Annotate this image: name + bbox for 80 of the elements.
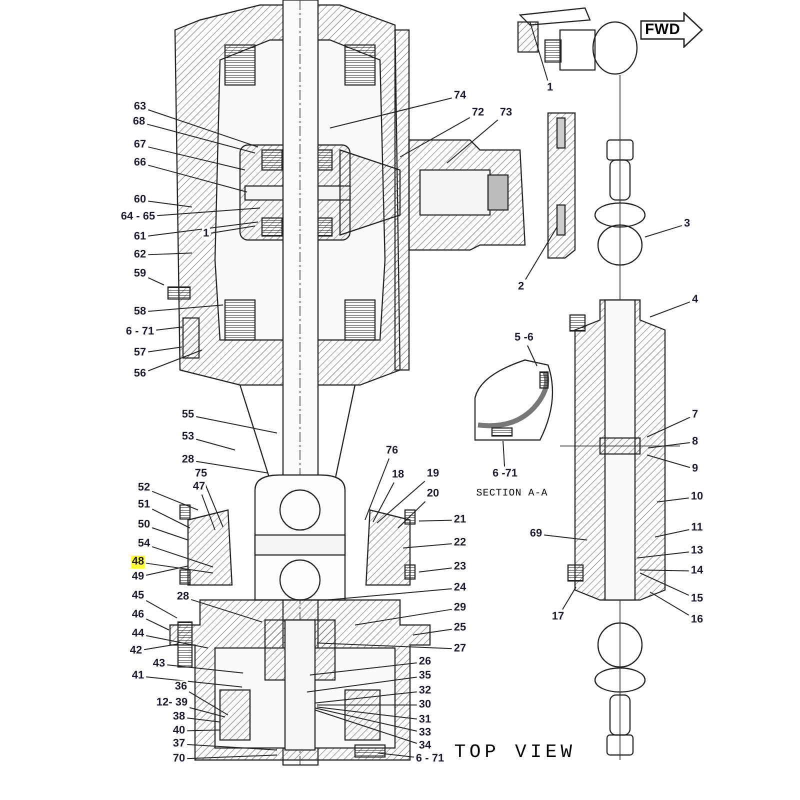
leader-line [146, 676, 242, 688]
leader-line [640, 570, 690, 572]
leader-line [316, 704, 418, 706]
leader-line [526, 345, 538, 366]
leader-line [146, 618, 170, 630]
view-title: TOP VIEW [454, 740, 576, 765]
leader-line [316, 706, 418, 720]
leader-line [544, 534, 588, 540]
leader-line [148, 164, 248, 192]
leader-line [196, 460, 268, 474]
leader-line [148, 109, 258, 148]
leader-line [412, 628, 452, 636]
leader-line [188, 691, 228, 716]
leader-line [186, 730, 220, 732]
leader-line [146, 635, 208, 648]
leader-line [148, 346, 182, 352]
leader-line [400, 117, 470, 158]
leader-line [314, 710, 418, 744]
leader-line [646, 454, 690, 468]
leader-line [525, 226, 558, 280]
leader-line [210, 226, 256, 234]
leader-line [156, 208, 260, 216]
leader-line [378, 752, 414, 758]
leader-line [144, 644, 178, 650]
leader-line [152, 546, 214, 568]
leader-line [148, 222, 258, 236]
leader-line [146, 566, 188, 576]
leader-line [654, 529, 690, 538]
leader-line [648, 442, 690, 448]
leader-line [650, 592, 690, 616]
leader-line [186, 744, 278, 750]
leader-line [562, 586, 576, 610]
leader-line [418, 568, 452, 572]
leader-line [146, 124, 256, 154]
leader-line [146, 600, 178, 618]
leader-line [656, 498, 690, 502]
leader-line [156, 326, 182, 331]
leader-line [148, 252, 192, 256]
leader-line [201, 494, 216, 530]
leader-line [148, 200, 192, 208]
leader-line [640, 572, 690, 596]
leader-line [314, 708, 418, 732]
leader-line [166, 664, 244, 674]
leader-line [398, 501, 426, 528]
leader-line [152, 508, 190, 528]
leader-line [354, 608, 452, 626]
leader-line [196, 416, 278, 434]
leader-line [402, 543, 452, 548]
leader-line [186, 754, 278, 760]
leader-line [146, 562, 214, 574]
leader-line [152, 490, 198, 510]
leader-line [326, 588, 452, 600]
leader-line [148, 350, 202, 372]
direction-block-arrow: FWD [640, 12, 704, 48]
leader-line [644, 225, 682, 238]
leader-line [148, 277, 164, 286]
leader-line [636, 551, 690, 558]
leader-line [372, 482, 394, 522]
leader-line [646, 416, 690, 438]
callout-number: 1 [202, 228, 210, 240]
leader-line [446, 119, 498, 164]
leader-line [152, 527, 188, 540]
leader-line [502, 440, 506, 467]
leader-line [530, 22, 548, 81]
view-title: SECTION A-A [476, 488, 548, 502]
leader-line [314, 691, 418, 704]
leader-line [306, 676, 418, 692]
leader-line [189, 707, 226, 718]
leader-line [650, 301, 690, 318]
leader-line [310, 662, 418, 676]
leader-line [186, 718, 220, 722]
leader-line [376, 480, 426, 524]
leader-line [330, 98, 452, 128]
leader-line [196, 438, 236, 450]
leader-line [316, 642, 452, 650]
leader-line [148, 146, 246, 170]
callout-number: 48 [130, 556, 146, 568]
leader-line [364, 458, 390, 520]
leader-line [148, 304, 224, 312]
leader-line [418, 520, 452, 522]
